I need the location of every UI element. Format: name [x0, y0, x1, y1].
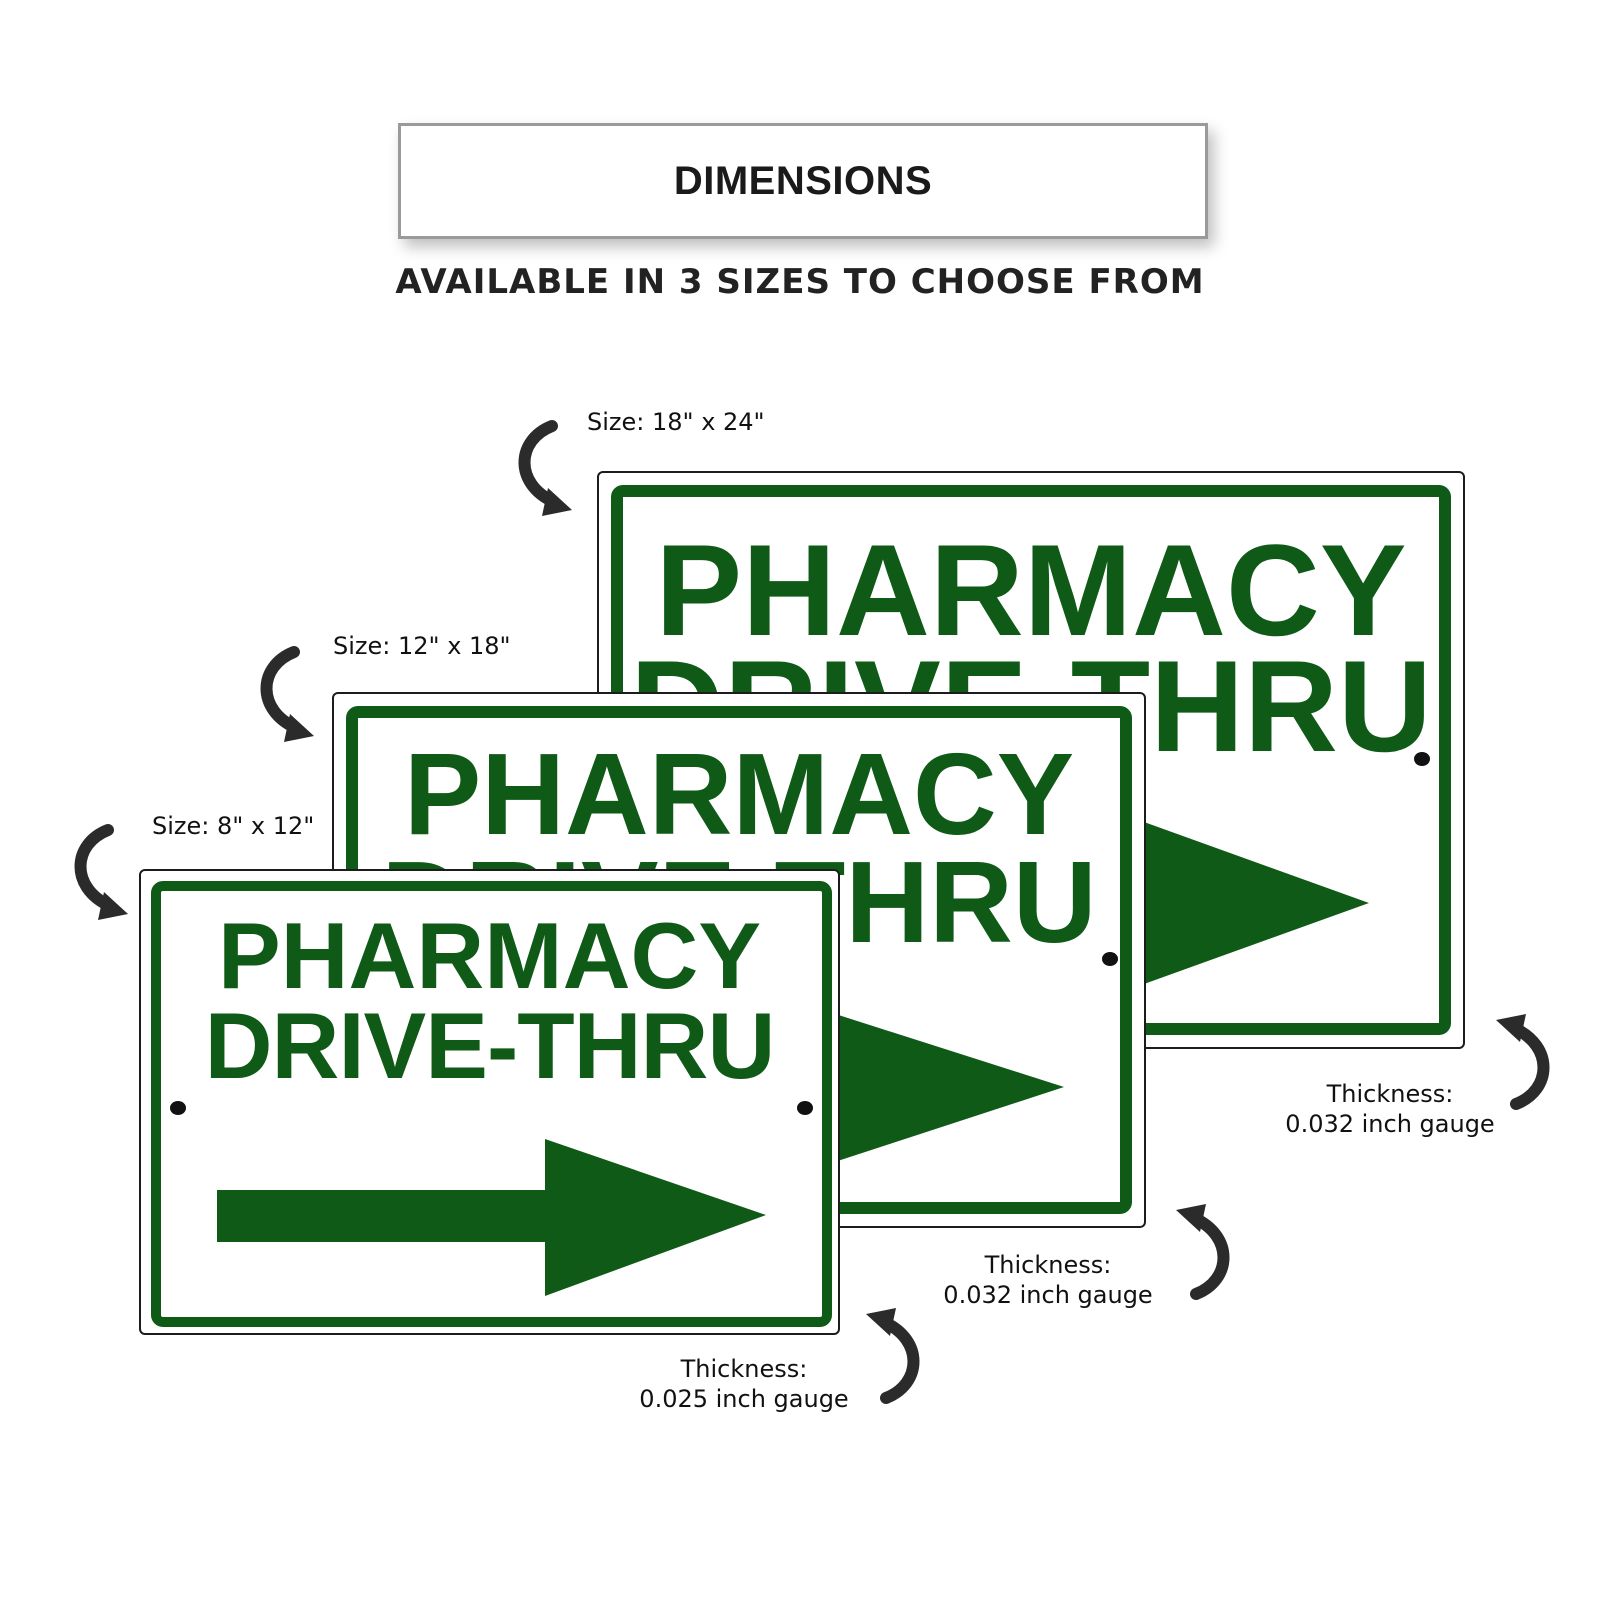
- dimensions-title: DIMENSIONS: [673, 158, 933, 203]
- sign-small-line2: DRIVE-THRU: [204, 993, 776, 1098]
- size-label-medium: Size: 12" x 18": [333, 632, 511, 660]
- sign-small-arrow-icon: [217, 1139, 766, 1296]
- thickness-label-small: Thickness: 0.025 inch gauge: [614, 1354, 874, 1414]
- thickness-title-medium: Thickness:: [984, 1251, 1112, 1279]
- thickness-title-small: Thickness:: [680, 1355, 808, 1383]
- sign-small-hole-right: [797, 1101, 813, 1115]
- curved-arrow-icon: [1176, 1204, 1230, 1300]
- sign-small: PHARMACY DRIVE-THRU: [139, 869, 840, 1335]
- gauge-value-medium: 0.032 inch gauge: [943, 1281, 1153, 1309]
- size-label-small: Size: 8" x 12": [152, 812, 315, 840]
- sign-medium-hole-right: [1102, 952, 1118, 966]
- thickness-title-large: Thickness:: [1326, 1080, 1454, 1108]
- curved-arrow-icon: [1496, 1014, 1550, 1110]
- sizes-subtitle: AVAILABLE IN 3 SIZES TO CHOOSE FROM: [395, 262, 1205, 302]
- sign-small-line1: PHARMACY: [217, 903, 762, 1008]
- sign-large-line1: PHARMACY: [655, 517, 1407, 663]
- sign-small-hole-left: [170, 1101, 186, 1115]
- sign-large: PHARMACY DRIVE-THRU: [597, 471, 1465, 1049]
- curved-arrow-icon: [260, 646, 314, 742]
- thickness-label-medium: Thickness: 0.032 inch gauge: [918, 1250, 1178, 1310]
- thickness-label-large: Thickness: 0.032 inch gauge: [1260, 1079, 1520, 1139]
- sign-large-hole-right: [1414, 752, 1430, 766]
- curved-arrow-icon: [74, 824, 128, 920]
- curved-arrow-icon: [518, 420, 572, 516]
- size-label-large: Size: 18" x 24": [587, 408, 765, 436]
- sign-medium-line1: PHARMACY: [403, 729, 1075, 859]
- curved-arrow-icon: [866, 1308, 920, 1404]
- gauge-value-large: 0.032 inch gauge: [1285, 1110, 1495, 1138]
- gauge-value-small: 0.025 inch gauge: [639, 1385, 849, 1413]
- dimensions-heading-box: DIMENSIONS: [398, 123, 1208, 239]
- sign-small-border: [151, 881, 832, 1327]
